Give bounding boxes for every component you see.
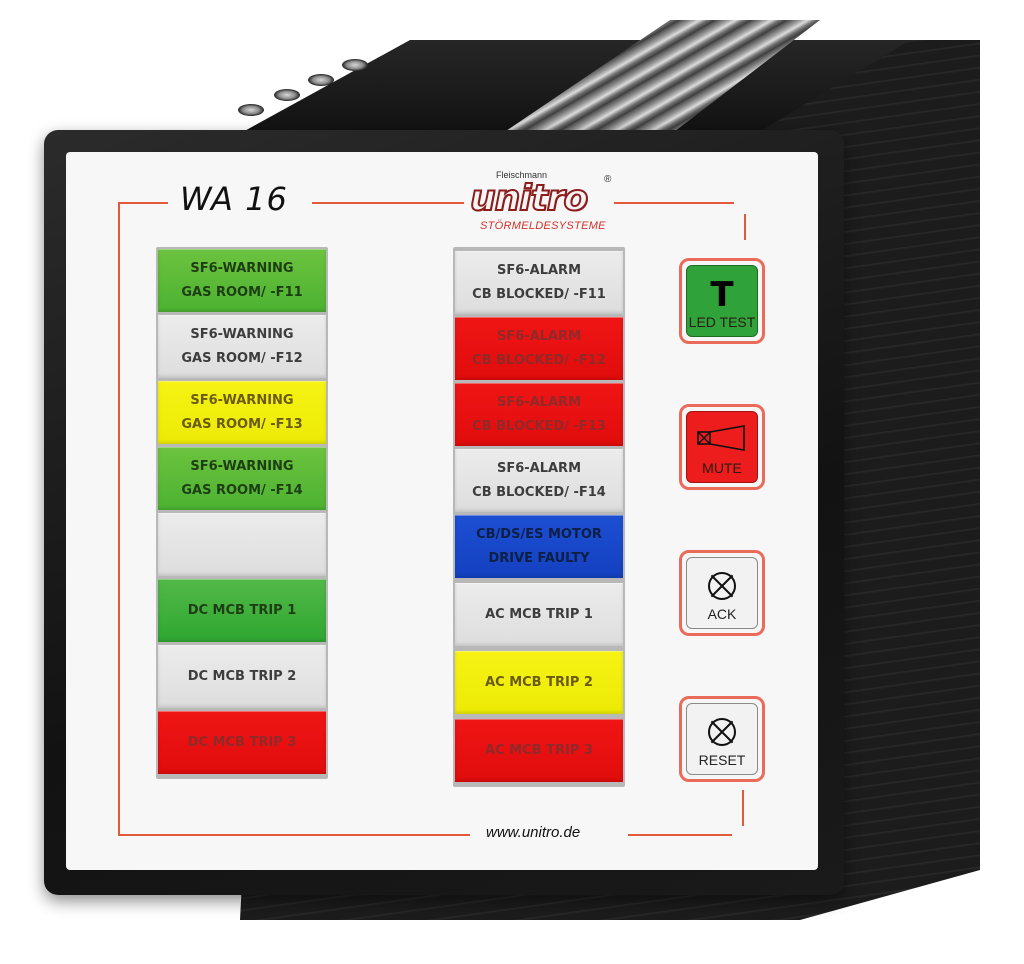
brand-top-line: Fleischmann (496, 170, 548, 180)
frame-line (312, 202, 464, 204)
reset-button[interactable]: RESET (679, 696, 765, 782)
indicator-tile: SF6-ALARM CB BLOCKED/ -F13 (455, 383, 623, 446)
frame-line (732, 202, 734, 204)
indicator-line1: SF6-WARNING (190, 326, 294, 342)
mute-button-face[interactable]: MUTE (686, 411, 758, 483)
frame-line (118, 834, 470, 836)
led-test-button[interactable]: T LED TEST (679, 258, 765, 344)
indicator-line2: GAS ROOM/ -F13 (181, 416, 303, 432)
indicator-tile: SF6-WARNING GAS ROOM/ -F12 (158, 315, 326, 378)
ack-button[interactable]: ACK (679, 550, 765, 636)
indicator-column-left: SF6-WARNING GAS ROOM/ -F11 SF6-WARNING G… (156, 247, 328, 779)
indicator-line2: DRIVE FAULTY (488, 550, 590, 566)
indicator-line1: SF6-WARNING (190, 260, 294, 276)
indicator-line2: CB BLOCKED/ -F13 (472, 418, 606, 434)
indicator-line1: SF6-ALARM (496, 394, 582, 410)
indicator-line1: AC MCB TRIP 2 (485, 674, 593, 690)
reset-label: RESET (698, 752, 746, 768)
indicator-line1: AC MCB TRIP 3 (485, 742, 593, 758)
website-url: www.unitro.de (486, 824, 581, 841)
indicator-tile: DC MCB TRIP 1 (158, 579, 326, 642)
indicator-line1: DC MCB TRIP 3 (187, 734, 297, 750)
indicator-line1: AC MCB TRIP 1 (485, 606, 593, 622)
mute-button[interactable]: MUTE (679, 404, 765, 490)
indicator-line2: GAS ROOM/ -F11 (181, 284, 303, 300)
indicator-tile: AC MCB TRIP 3 (455, 719, 623, 782)
vent-hole (274, 89, 300, 101)
indicator-column-right: SF6-ALARM CB BLOCKED/ -F11 SF6-ALARM CB … (453, 247, 625, 787)
vent-hole (308, 74, 334, 86)
frame-line (744, 214, 746, 240)
indicator-line1: SF6-WARNING (190, 392, 294, 408)
indicator-tile: SF6-ALARM CB BLOCKED/ -F11 (455, 251, 623, 314)
led-test-button-face[interactable]: T LED TEST (686, 265, 758, 337)
ack-label: ACK (707, 606, 737, 622)
indicator-line1: DC MCB TRIP 1 (187, 602, 297, 618)
indicator-line1: SF6-ALARM (496, 262, 582, 278)
indicator-line1: SF6-ALARM (496, 328, 582, 344)
indicator-line2: GAS ROOM/ -F14 (181, 482, 303, 498)
lamp-cross-icon (708, 572, 736, 600)
model-title: WA 16 (180, 180, 288, 218)
frame-line (628, 834, 732, 836)
indicator-tile: DC MCB TRIP 2 (158, 645, 326, 708)
brand-logo: Fleischmann unitro ® STÖRMELDESYSTEME (469, 170, 620, 236)
indicator-tile-blank (158, 513, 326, 576)
letter-t-icon: T (710, 275, 734, 315)
indicator-line1: SF6-WARNING (190, 458, 294, 474)
frame-line (614, 202, 732, 204)
lamp-cross-icon (708, 718, 736, 746)
indicator-line1: DC MCB TRIP 2 (187, 668, 297, 684)
indicator-line1: CB/DS/ES MOTOR (476, 526, 602, 542)
reset-button-face[interactable]: RESET (686, 703, 758, 775)
indicator-tile: SF6-WARNING GAS ROOM/ -F11 (158, 249, 326, 312)
frame-line (118, 232, 120, 834)
frame-line (742, 790, 744, 826)
muted-horn-icon (697, 425, 745, 451)
indicator-tile: AC MCB TRIP 2 (455, 651, 623, 714)
indicator-tile: SF6-WARNING GAS ROOM/ -F13 (158, 381, 326, 444)
ack-button-face[interactable]: ACK (686, 557, 758, 629)
vent-hole (238, 104, 264, 116)
vent-hole (342, 59, 368, 71)
brand-subtitle: STÖRMELDESYSTEME (480, 220, 606, 232)
mute-label: MUTE (702, 460, 742, 476)
frame-line (118, 202, 168, 204)
registered-mark: ® (604, 174, 612, 185)
indicator-line2: CB BLOCKED/ -F12 (472, 352, 606, 368)
indicator-tile: CB/DS/ES MOTOR DRIVE FAULTY (455, 515, 623, 578)
indicator-line1: SF6-ALARM (496, 460, 582, 476)
indicator-tile: SF6-ALARM CB BLOCKED/ -F12 (455, 317, 623, 380)
indicator-tile: SF6-WARNING GAS ROOM/ -F14 (158, 447, 326, 510)
frame-line (118, 202, 120, 232)
led-test-label: LED TEST (688, 314, 756, 330)
indicator-line2: CB BLOCKED/ -F11 (472, 286, 606, 302)
indicator-tile: SF6-ALARM CB BLOCKED/ -F14 (455, 449, 623, 512)
indicator-tile: AC MCB TRIP 1 (455, 583, 623, 646)
indicator-line2: CB BLOCKED/ -F14 (472, 484, 606, 500)
indicator-tile: DC MCB TRIP 3 (158, 711, 326, 774)
indicator-line2: GAS ROOM/ -F12 (181, 350, 303, 366)
brand-name: unitro (469, 177, 589, 220)
